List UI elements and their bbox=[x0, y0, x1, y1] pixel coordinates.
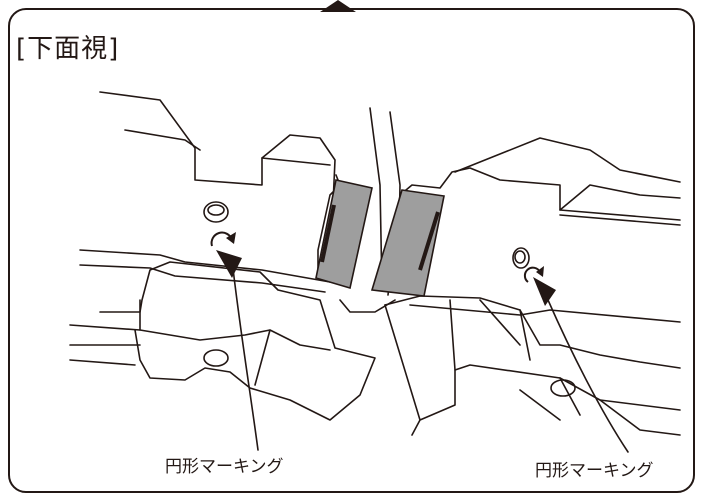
left-rail-hole bbox=[203, 349, 229, 367]
left-leader-line bbox=[231, 259, 259, 451]
right-upper-bracket-top bbox=[454, 137, 681, 183]
right-pointer-arrowhead bbox=[533, 277, 556, 306]
view-title: [下面視] bbox=[16, 34, 120, 64]
left-upper-bracket-edge bbox=[124, 129, 201, 151]
right-rotation-arrow bbox=[523, 266, 541, 283]
left-rail-bottom bbox=[69, 324, 141, 366]
left-upper-bracket bbox=[99, 91, 341, 279]
right-lower-rail bbox=[384, 304, 681, 436]
right-upper-bracket bbox=[387, 167, 681, 296]
frame-top-tab bbox=[320, 0, 356, 12]
right-callout-label: 円形マーキング bbox=[535, 461, 654, 481]
left-pointer-arrowhead bbox=[216, 250, 242, 278]
right-rail-hole bbox=[550, 379, 576, 397]
left-contact-pad bbox=[315, 179, 373, 290]
right-leader-line bbox=[547, 299, 629, 453]
left-upper-bracket-lip bbox=[261, 157, 331, 166]
left-lower-rail bbox=[79, 249, 331, 293]
right-rail-lower-lines bbox=[519, 377, 681, 436]
left-rail-body bbox=[99, 261, 376, 421]
left-circle-marking bbox=[203, 201, 229, 223]
left-rail-inner bbox=[139, 299, 331, 386]
right-circle-marking bbox=[512, 247, 530, 269]
right-upper-bracket-edge bbox=[559, 209, 681, 226]
left-contact-pad-edge bbox=[320, 204, 336, 263]
left-callout-label: 円形マーキング bbox=[165, 457, 284, 477]
right-rail-body bbox=[384, 295, 681, 369]
right-contact-pad bbox=[370, 189, 445, 297]
right-rail-inner bbox=[409, 299, 681, 371]
right-contact-pad-edge bbox=[418, 211, 440, 271]
